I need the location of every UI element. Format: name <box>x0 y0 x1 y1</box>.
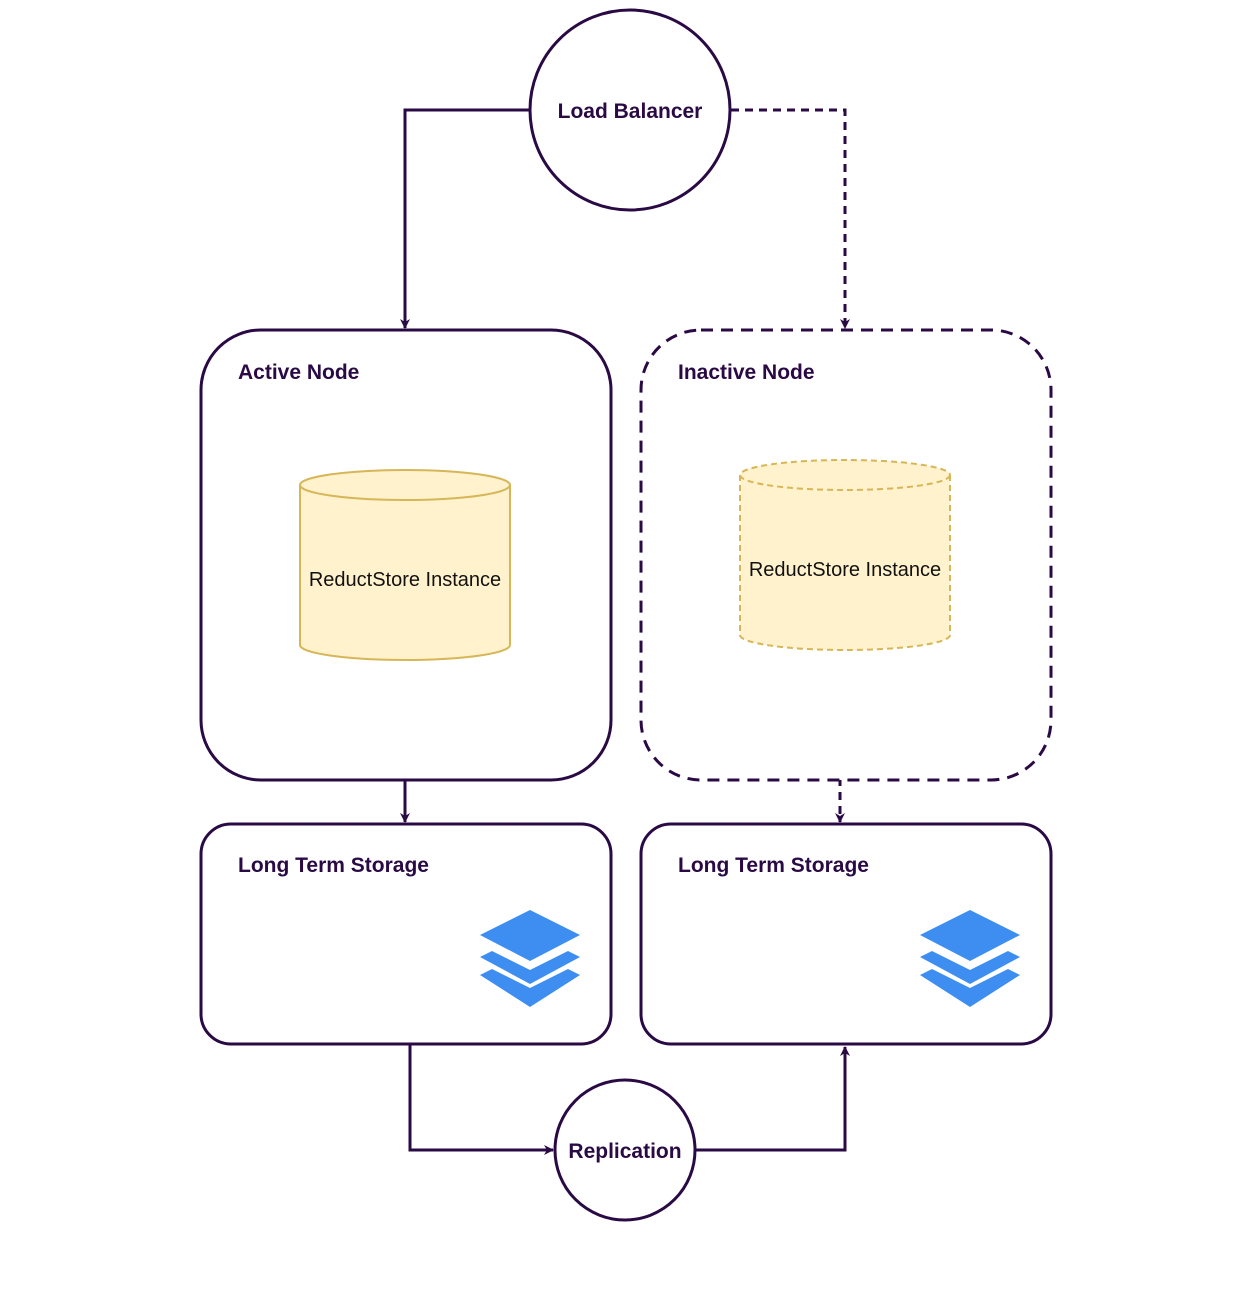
inactive-instance-label: ReductStore Instance <box>749 559 941 581</box>
edge-lb-to-inactive-node <box>731 108 850 329</box>
load-balancer-label: Load Balancer <box>558 100 703 123</box>
storage-right: Long Term Storage <box>639 822 1053 1046</box>
active-instance-label: ReductStore Instance <box>309 569 501 591</box>
layers-icon <box>480 910 580 1007</box>
storage-left-label: Long Term Storage <box>238 854 429 877</box>
layers-icon <box>920 910 1020 1007</box>
edge-lb-to-active-node <box>400 108 530 329</box>
active-reductstore-instance: ReductStore Instance <box>299 469 511 661</box>
active-node-label: Active Node <box>238 361 359 384</box>
replication-label: Replication <box>568 1140 681 1163</box>
load-balancer-node: Load Balancer <box>528 8 732 212</box>
edge-storage-to-replication <box>408 1045 554 1155</box>
inactive-node: Inactive Node ReductStore Instance <box>639 328 1053 782</box>
active-node: Active Node ReductStore Instance <box>199 328 613 782</box>
storage-right-label: Long Term Storage <box>678 854 869 877</box>
replication-node: Replication <box>553 1078 697 1222</box>
inactive-node-label: Inactive Node <box>678 361 815 384</box>
edge-replication-to-storage <box>696 1046 850 1152</box>
storage-left: Long Term Storage <box>199 822 613 1046</box>
inactive-reductstore-instance: ReductStore Instance <box>739 459 951 651</box>
